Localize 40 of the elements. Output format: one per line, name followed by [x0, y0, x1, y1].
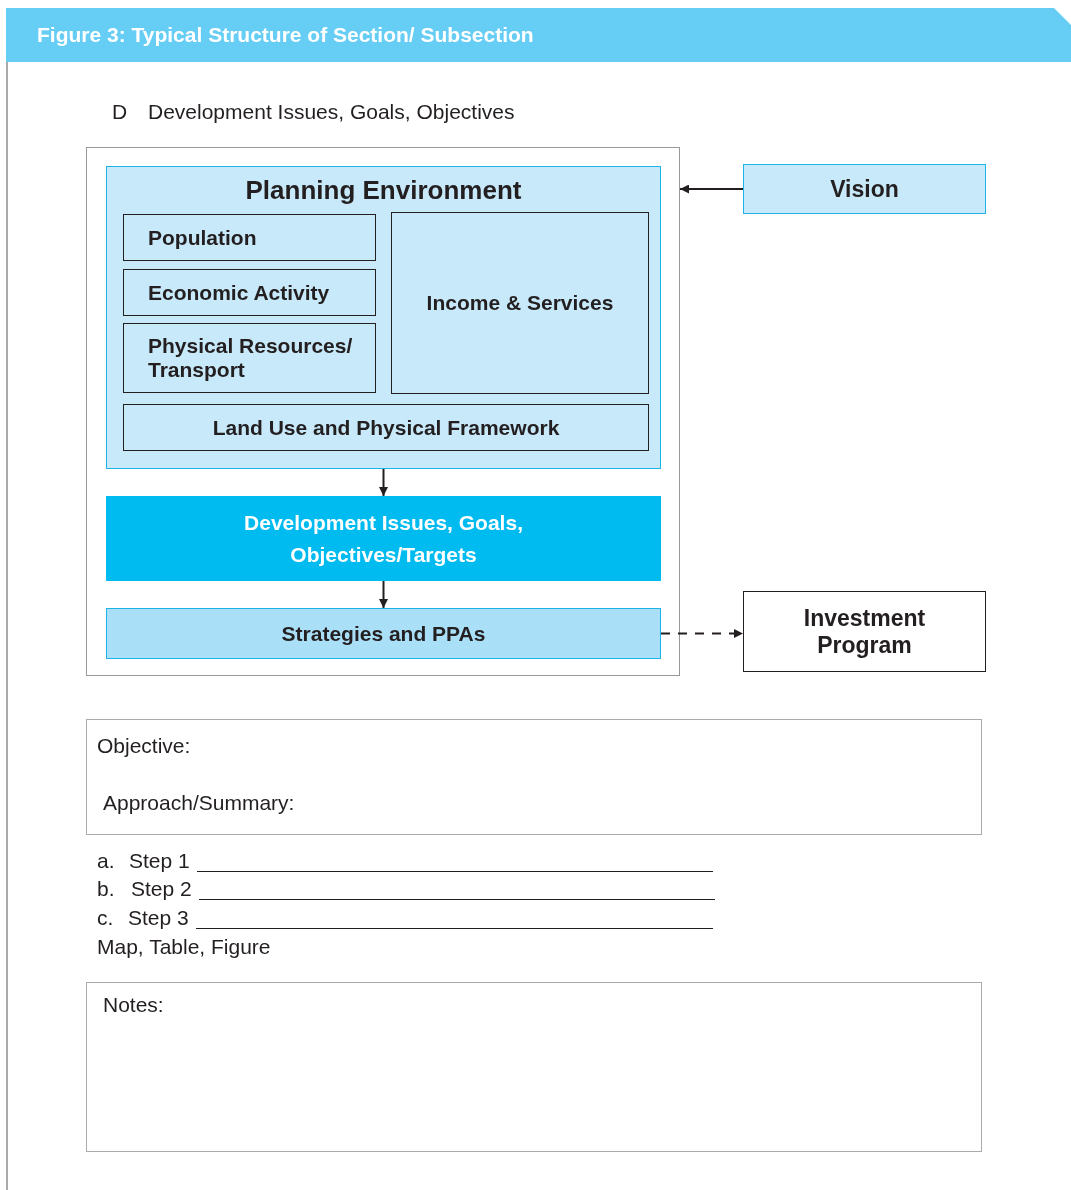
step-label: Step 2 — [131, 877, 192, 901]
form-box — [86, 719, 982, 835]
panel-heading: Planning Environment — [245, 175, 522, 206]
topic-box — [391, 212, 649, 394]
topic-box — [123, 214, 376, 261]
list-marker: a. — [97, 849, 115, 873]
strategies-box — [106, 608, 661, 659]
box-label: Development Issues, Goals, Objectives/Targets — [243, 510, 524, 568]
section-frame — [86, 147, 680, 676]
box-label: Investment Program — [802, 604, 927, 659]
list-marker: c. — [97, 906, 114, 930]
planning-panel — [106, 166, 661, 469]
list-marker: b. — [97, 877, 115, 901]
arrow — [379, 468, 388, 497]
box-label: Vision — [830, 175, 899, 203]
arrow — [660, 629, 744, 638]
topic-box — [123, 323, 376, 393]
arrow — [379, 580, 388, 609]
form-label: Objective: — [97, 734, 191, 758]
box-label: Economic Activity — [148, 280, 330, 305]
goals-box — [106, 496, 661, 581]
investment-box — [743, 591, 986, 672]
form-label: Approach/Summary: — [103, 791, 295, 815]
step-label: Step 3 — [128, 906, 189, 930]
box-label: Population — [148, 225, 257, 250]
form-box — [86, 982, 982, 1152]
topic-box — [123, 269, 376, 316]
section-letter: D — [112, 100, 128, 124]
topic-box — [123, 404, 649, 451]
box-label: Strategies and PPAs — [281, 621, 486, 646]
figure-title: Figure 3: Typical Structure of Section/ Subsection — [37, 23, 534, 47]
note-text: Map, Table, Figure — [97, 935, 271, 959]
section-heading: Development Issues, Goals, Objectives — [148, 100, 515, 124]
vision-box — [743, 164, 986, 214]
form-label: Notes: — [103, 993, 164, 1017]
box-label: Land Use and Physical Framework — [212, 415, 560, 440]
step-label: Step 1 — [129, 849, 190, 873]
box-label: Physical Resources/ Transport — [148, 334, 354, 382]
arrow — [679, 184, 744, 194]
box-label: Income & Services — [426, 291, 614, 315]
